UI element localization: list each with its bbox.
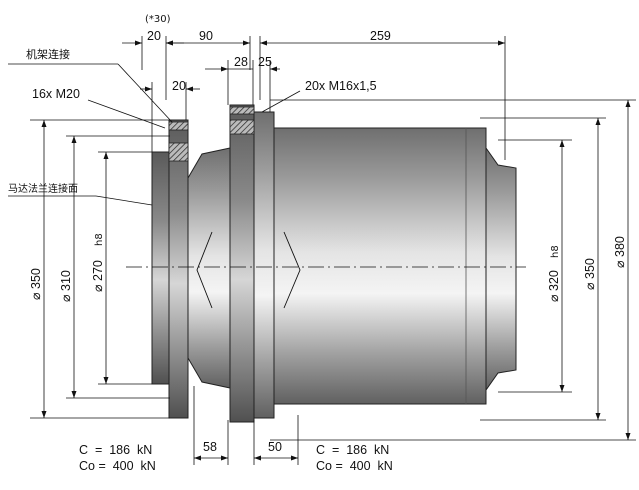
housing-neck — [187, 147, 231, 389]
dim-50: 50 — [268, 440, 282, 454]
break-mark-left — [196, 231, 213, 309]
frame-ring — [168, 119, 189, 419]
dim-20-top: 20 — [147, 29, 161, 43]
dim-90: 90 — [199, 29, 213, 43]
load-co-left: Co = 400 kN — [79, 459, 156, 473]
dim-20-second: 20 — [172, 79, 186, 93]
ref-30-label: (*30) — [145, 14, 171, 25]
bolt-hatch-motor — [229, 106, 255, 115]
dia-310-left: ⌀ 310 — [59, 270, 73, 302]
bolts-motor-label: 20x M16x1,5 — [305, 79, 377, 93]
dia-350-right: ⌀ 350 — [583, 258, 597, 290]
frame-connection-label: 机架连接 — [26, 47, 70, 61]
dim-28: 28 — [234, 55, 248, 69]
dim-25: 25 — [258, 55, 272, 69]
bolt-hatch-frame-upper — [168, 121, 189, 131]
bolt-hatch-frame-lower — [168, 142, 189, 162]
dia-270-left: ⌀ 270 — [91, 260, 105, 292]
dia-320-right: ⌀ 320 — [547, 270, 561, 302]
annotations: (*30) 20 90 259 20 28 25 机架连接 16x M20 20… — [8, 14, 627, 473]
rotating-ring — [253, 111, 275, 419]
load-co-right: Co = 400 kN — [316, 459, 393, 473]
dia-320-tolerance: h8 — [550, 245, 561, 258]
dimension-lines — [8, 36, 636, 465]
dia-270-tolerance: h8 — [94, 233, 105, 246]
end-cap — [485, 146, 517, 392]
load-c-right: C = 186 kN — [316, 443, 389, 457]
dia-350-left: ⌀ 350 — [29, 268, 43, 300]
motor-flange-face-label: 马达法兰连接面 — [8, 182, 78, 195]
dia-380-right: ⌀ 380 — [613, 236, 627, 268]
frame-flange — [151, 151, 170, 385]
main-drum — [273, 127, 487, 405]
dim-58: 58 — [203, 440, 217, 454]
bolt-hatch-motor-2 — [229, 119, 255, 135]
load-c-left: C = 186 kN — [79, 443, 152, 457]
break-mark-right — [283, 231, 301, 309]
dim-259: 259 — [370, 29, 391, 43]
drive-body — [126, 104, 526, 423]
motor-flange — [229, 104, 255, 423]
bolts-frame-label: 16x M20 — [32, 87, 80, 101]
